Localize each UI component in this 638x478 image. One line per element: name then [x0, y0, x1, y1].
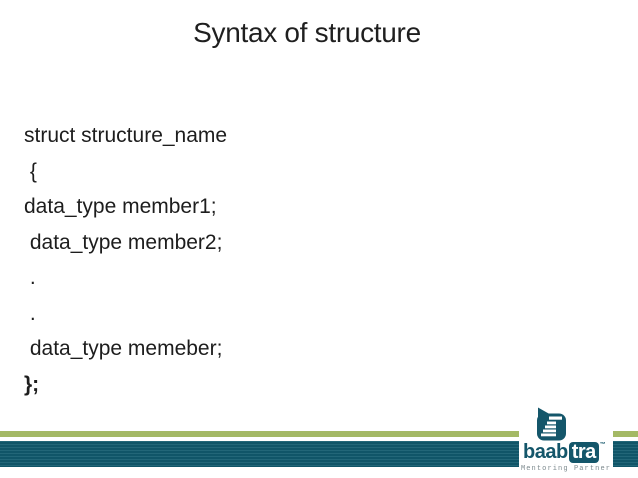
staircase-bubble-icon: [531, 404, 569, 442]
brand-text-baab: baab: [523, 441, 568, 463]
footer-green-stripe: [0, 431, 638, 437]
code-line: data_type memeber;: [24, 337, 223, 360]
slide-title: Syntax of structure: [193, 17, 421, 48]
code-block: struct structure_name { data_type member…: [24, 118, 227, 402]
trademark-mark: ™: [599, 442, 606, 448]
code-line: .: [24, 301, 36, 325]
code-line: };: [24, 372, 40, 396]
code-line: {: [24, 159, 37, 183]
code-line: data_type member2;: [24, 230, 223, 254]
brand-tagline: Mentoring Partner: [520, 465, 612, 473]
brand-text-tra: tra: [568, 442, 599, 463]
code-line: struct structure_name: [24, 124, 228, 147]
code-line: data_type member1;: [24, 195, 217, 218]
code-line: .: [24, 266, 36, 289]
